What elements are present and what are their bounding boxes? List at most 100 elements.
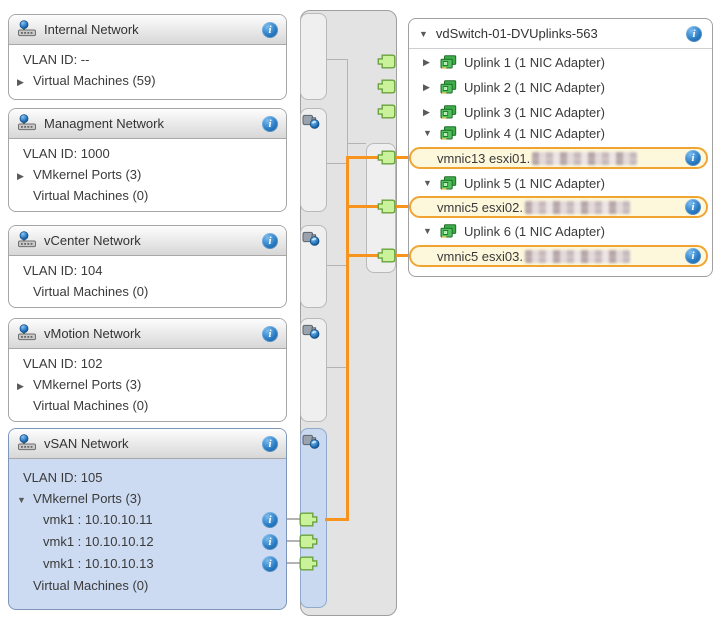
vmkernel-adapter-icon	[302, 322, 320, 339]
vmk-port-link	[280, 518, 300, 520]
info-icon[interactable]: i	[685, 248, 701, 264]
dvuplinks-panel[interactable]: ▼ vdSwitch-01-DVUplinks-563 i ▶ Uplink 1…	[408, 18, 713, 277]
connector-line	[348, 143, 366, 144]
info-icon[interactable]: i	[685, 150, 701, 166]
portgroup-icon	[17, 113, 37, 134]
vmkernel-ports-row[interactable]: ▼VMkernel Ports (3)	[17, 488, 278, 509]
portgroup-header[interactable]: vCenter Network i	[9, 226, 286, 256]
dvuplinks-header[interactable]: ▼ vdSwitch-01-DVUplinks-563 i	[409, 19, 712, 49]
portgroup-icon	[17, 433, 37, 454]
info-icon[interactable]: i	[262, 556, 278, 572]
info-icon[interactable]: i	[262, 435, 278, 452]
uplink-row-3[interactable]: ▶ Uplink 3 (1 NIC Adapter)	[423, 104, 605, 120]
active-path-segment	[395, 205, 409, 208]
active-path-segment	[346, 156, 379, 159]
redacted-hostname	[524, 249, 630, 263]
connector-line	[347, 59, 348, 157]
portgroup-internal-network[interactable]: Internal Network i VLAN ID: -- ▶Virtual …	[8, 14, 287, 100]
uplink-port-icon[interactable]	[377, 199, 396, 214]
active-path-segment	[395, 156, 409, 159]
portgroup-managment-network[interactable]: Managment Network i VLAN ID: 1000 ▶VMker…	[8, 108, 287, 212]
active-path-segment	[325, 518, 347, 521]
vmkernel-adapter-icon	[302, 229, 320, 246]
uplink-row-2[interactable]: ▶ Uplink 2 (1 NIC Adapter)	[423, 79, 605, 95]
active-path-trunk	[346, 156, 349, 521]
switch-section-internal	[300, 13, 327, 100]
expand-arrow-icon[interactable]: ▶	[17, 381, 24, 391]
active-path-segment	[395, 254, 409, 257]
vlan-id-label: VLAN ID: 1000	[23, 146, 110, 161]
collapse-arrow-icon[interactable]: ▼	[423, 128, 432, 138]
collapse-arrow-icon[interactable]: ▼	[419, 28, 428, 39]
info-icon[interactable]: i	[685, 199, 701, 215]
uplink-port-icon[interactable]	[377, 54, 396, 69]
expand-arrow-icon[interactable]: ▶	[423, 106, 430, 117]
active-path-segment	[346, 254, 379, 257]
connector-line	[327, 59, 347, 60]
portgroup-header[interactable]: vMotion Network i	[9, 319, 286, 349]
info-icon[interactable]: i	[262, 325, 278, 342]
virtual-machines-row: Virtual Machines (0)	[33, 188, 149, 203]
uplink-row-4[interactable]: ▼ Uplink 4 (1 NIC Adapter)	[423, 125, 605, 141]
virtual-machines-row: Virtual Machines (0)	[33, 398, 149, 413]
nic-adapter-icon	[440, 105, 457, 119]
nic-adapter-icon	[440, 80, 457, 94]
uplink-port-icon[interactable]	[377, 79, 396, 94]
info-icon[interactable]: i	[262, 534, 278, 550]
uplink-port-icon[interactable]	[377, 248, 396, 263]
connector-line	[327, 265, 347, 266]
vmkernel-adapter-icon	[302, 112, 320, 129]
expand-arrow-icon[interactable]: ▶	[17, 171, 24, 181]
info-icon[interactable]: i	[262, 232, 278, 249]
collapse-arrow-icon[interactable]: ▼	[423, 178, 432, 188]
vmnic-pill-uplink5[interactable]: vmnic5 esxi02. i	[409, 196, 708, 218]
info-icon[interactable]: i	[262, 115, 278, 132]
vmnic-pill-uplink6[interactable]: vmnic5 esxi03. i	[409, 245, 708, 267]
info-icon[interactable]: i	[262, 512, 278, 528]
vmk-port-icon[interactable]	[299, 512, 318, 527]
uplink-row-1[interactable]: ▶ Uplink 1 (1 NIC Adapter)	[423, 54, 605, 70]
connector-line	[327, 163, 347, 164]
vmkernel-ports-row[interactable]: ▶VMkernel Ports (3)	[17, 374, 278, 395]
vmnic-pill-uplink4[interactable]: vmnic13 esxi01. i	[409, 147, 708, 169]
connector-line	[327, 367, 347, 368]
collapse-arrow-icon[interactable]: ▼	[423, 226, 432, 236]
expand-arrow-icon[interactable]: ▶	[423, 81, 430, 92]
portgroup-icon	[17, 323, 37, 344]
vmk-port-link	[280, 562, 300, 564]
nic-adapter-icon	[440, 224, 457, 238]
portgroup-vsan-network[interactable]: vSAN Network i VLAN ID: 105 ▼VMkernel Po…	[8, 428, 287, 610]
uplink-port-icon[interactable]	[377, 104, 396, 119]
dvuplinks-title: vdSwitch-01-DVUplinks-563	[435, 26, 598, 41]
portgroup-title: Internal Network	[44, 22, 139, 37]
vmk-port-icon[interactable]	[299, 556, 318, 571]
uplink-row-6[interactable]: ▼ Uplink 6 (1 NIC Adapter)	[423, 223, 605, 239]
vmk-port-icon[interactable]	[299, 534, 318, 549]
portgroup-vcenter-network[interactable]: vCenter Network i VLAN ID: 104 Virtual M…	[8, 225, 287, 308]
info-icon[interactable]: i	[686, 25, 702, 42]
portgroup-header[interactable]: Managment Network i	[9, 109, 286, 139]
portgroup-title: vMotion Network	[44, 326, 141, 341]
collapse-arrow-icon[interactable]: ▼	[17, 495, 26, 505]
expand-arrow-icon[interactable]: ▶	[423, 56, 430, 67]
portgroup-header[interactable]: Internal Network i	[9, 15, 286, 45]
switch-section-vmotion	[300, 318, 327, 422]
vmkernel-ports-row[interactable]: ▶VMkernel Ports (3)	[17, 164, 278, 185]
nic-adapter-icon	[440, 55, 457, 69]
active-path-segment	[346, 205, 379, 208]
virtual-machines-row: Virtual Machines (0)	[33, 284, 149, 299]
info-icon[interactable]: i	[262, 21, 278, 38]
portgroup-title: vSAN Network	[44, 436, 129, 451]
virtual-machines-row[interactable]: ▶Virtual Machines (59)	[17, 70, 278, 91]
uplink-port-icon[interactable]	[377, 150, 396, 165]
redacted-hostname	[532, 151, 638, 165]
portgroup-vmotion-network[interactable]: vMotion Network i VLAN ID: 102 ▶VMkernel…	[8, 318, 287, 422]
uplink-row-5[interactable]: ▼ Uplink 5 (1 NIC Adapter)	[423, 175, 605, 191]
virtual-machines-row: Virtual Machines (0)	[33, 578, 149, 593]
expand-arrow-icon[interactable]: ▶	[17, 77, 24, 87]
portgroup-header[interactable]: vSAN Network i	[9, 429, 286, 459]
